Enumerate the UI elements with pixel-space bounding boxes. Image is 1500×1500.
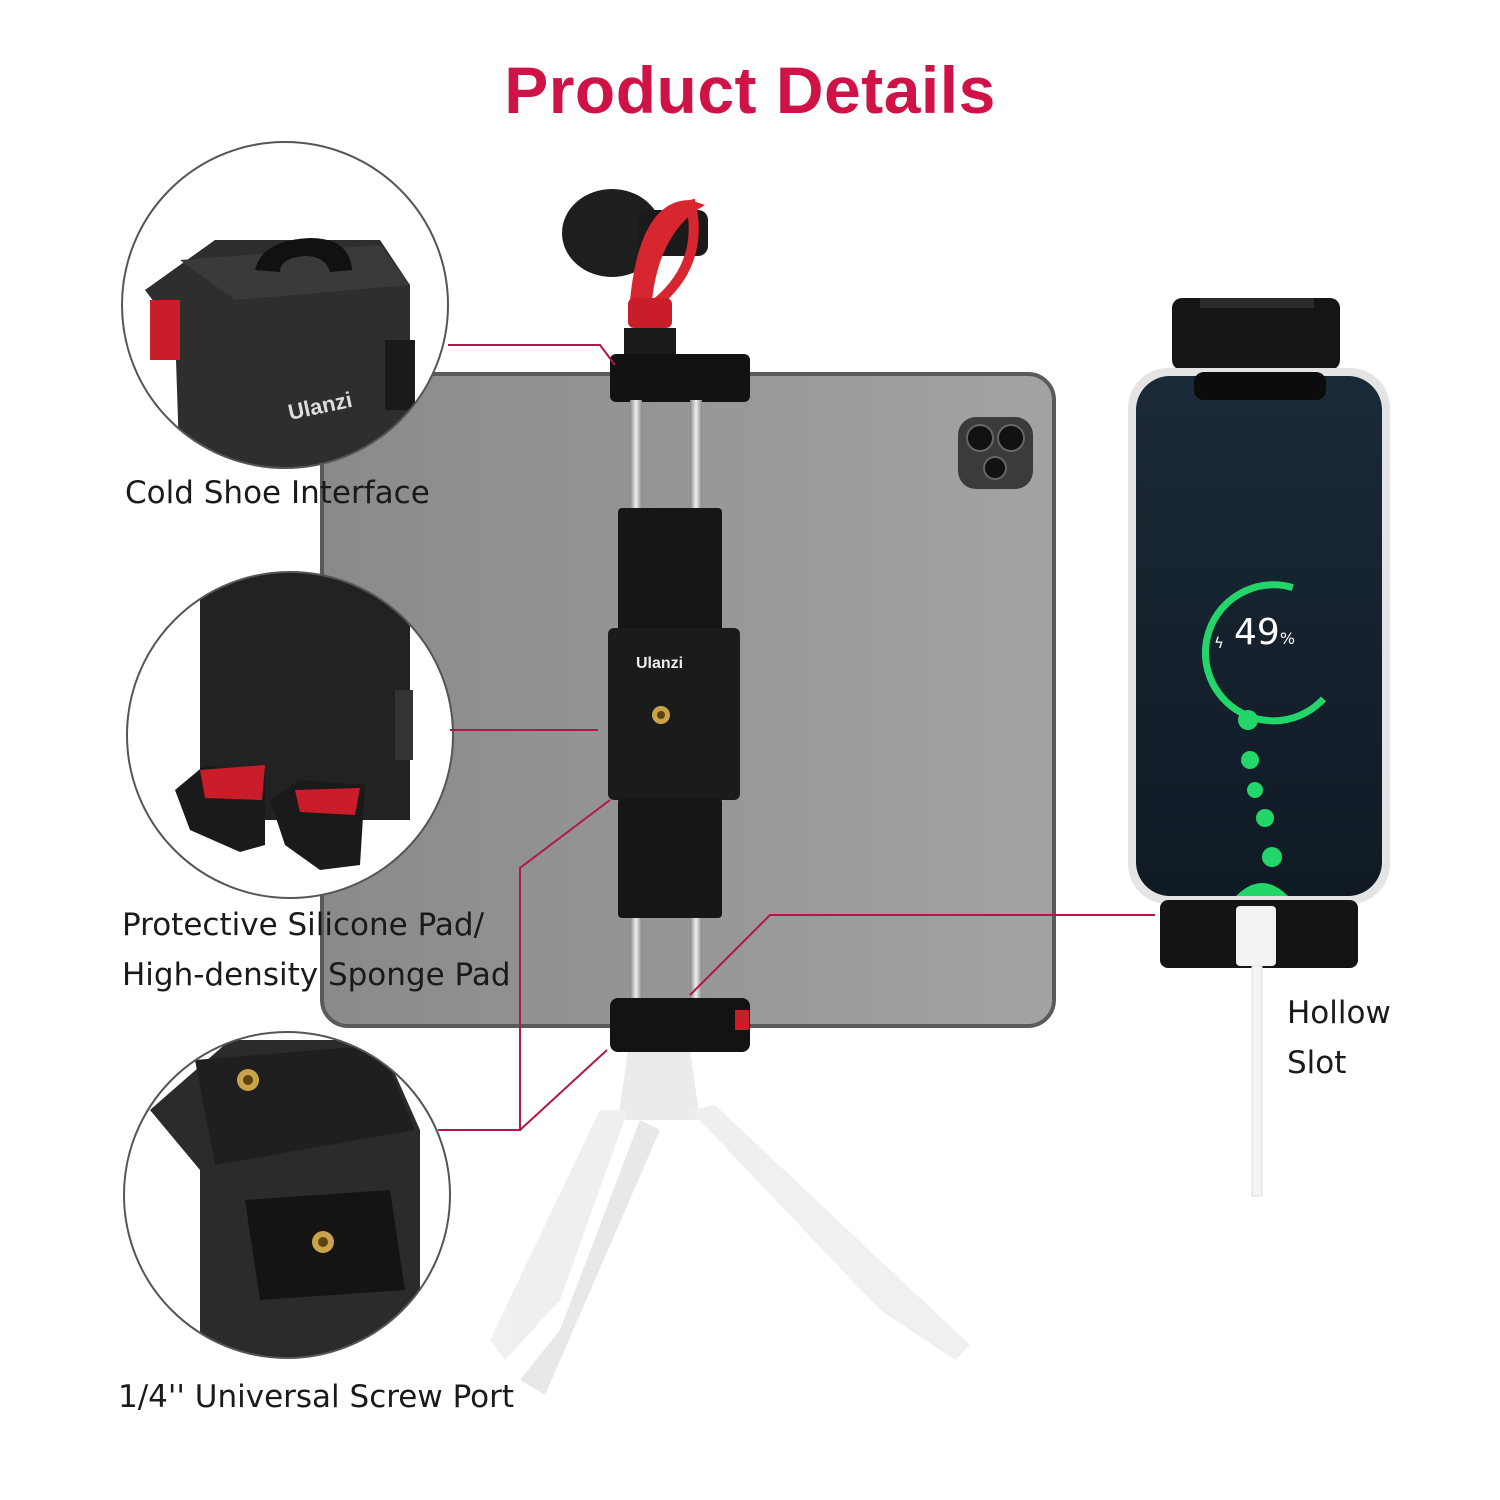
callout-line-cold-shoe [448, 344, 616, 366]
label-cold-shoe: Cold Shoe Interface [125, 475, 430, 511]
callout-line-screw-port-a [438, 799, 611, 1131]
microphone [562, 189, 708, 354]
label-hollow-line1: Hollow [1287, 995, 1391, 1031]
holder-logo: Ulanzi [636, 655, 683, 672]
label-pads: Protective Silicone Pad/ High-density Sp… [122, 900, 511, 1000]
battery-readout: 49% [1234, 612, 1295, 653]
charging-bolt-icon: ϟ [1214, 634, 1224, 652]
label-hollow-slot: Hollow Slot [1287, 988, 1391, 1088]
tripod [490, 1050, 970, 1395]
detail-circle-pads [126, 571, 454, 899]
page-title: Product Details [504, 53, 996, 127]
label-pads-line1: Protective Silicone Pad/ [122, 907, 485, 943]
callout-line-screw-port-b [519, 1049, 608, 1131]
battery-value: 49 [1234, 612, 1280, 653]
label-hollow-line2: Slot [1287, 1045, 1347, 1081]
phone-with-clamp: ϟ [1128, 298, 1390, 1197]
label-screw-port: 1/4'' Universal Screw Port [118, 1379, 515, 1415]
battery-unit: % [1279, 629, 1296, 648]
tablet-holder: Ulanzi [608, 354, 750, 1052]
callout-line-hollow-slot [689, 914, 1155, 996]
detail-circle-cold-shoe: Ulanzi [121, 141, 449, 469]
label-pads-line2: High-density Sponge Pad [122, 957, 511, 993]
callout-lines [438, 344, 1155, 1131]
detail-circle-screw-port [123, 1031, 451, 1359]
